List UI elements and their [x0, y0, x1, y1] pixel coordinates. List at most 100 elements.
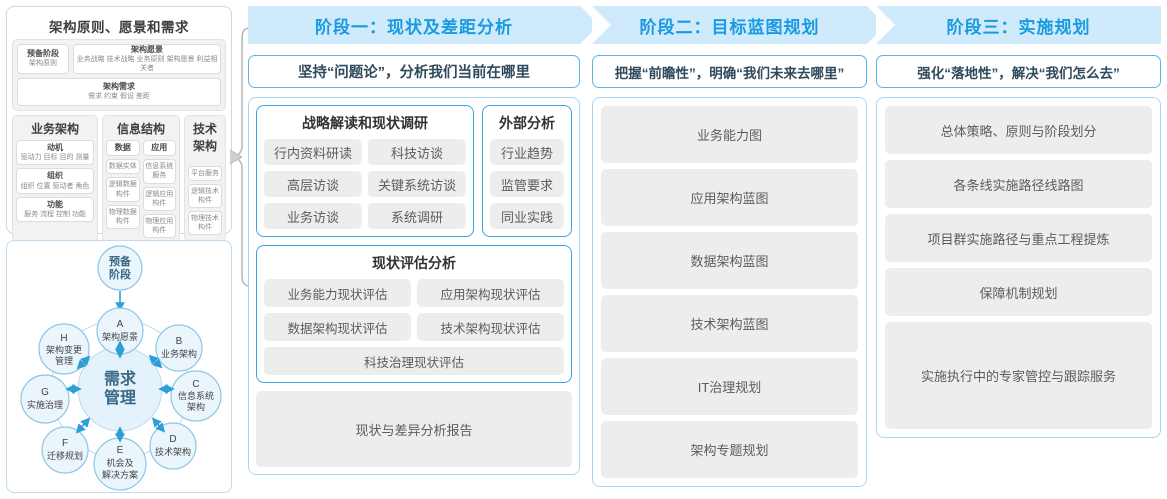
phase-2-banner-label: 阶段二：目标蓝图规划 [639, 17, 820, 37]
chip-function: 功能 服务 流程 控制 功能 [16, 196, 94, 223]
brace-connector [229, 27, 251, 287]
strategy-research-group: 战略解读和现状调研 行内资料研读 科技访谈 高层访谈 关键系统访谈 业务访谈 系… [256, 105, 474, 237]
cell-sub: 业务战略 技术战略 业务原则 架构愿景 利益相关者 [76, 55, 218, 72]
item-internal-doc-review[interactable]: 行内资料研读 [264, 139, 362, 165]
phase-3-subtitle-label: 强化“落地性”，解决“我们怎么去” [917, 65, 1120, 81]
current-state-assessment-title: 现状评估分析 [372, 255, 456, 271]
phase-3-banner-label: 阶段三：实施规划 [946, 17, 1091, 37]
chip-title: 组织 [47, 171, 63, 181]
phase-2-items: 业务能力图 应用架构蓝图 数据架构蓝图 技术架构蓝图 IT治理规划 架构专题规划 [601, 106, 858, 478]
phase-1-subtitle: 坚持“问题论”，分析我们当前在哪里 [248, 55, 580, 88]
phase-3-subtitle: 强化“落地性”，解决“我们怎么去” [876, 55, 1161, 88]
item-regulatory-requirement[interactable]: 监管要求 [490, 171, 564, 197]
external-analysis-items: 行业趋势 监管要求 同业实践 [490, 139, 564, 229]
section-business-architecture: 业务架构 动机 驱动力 目标 目的 测量 组织 组织 位置 驱动者 角色 功能 [12, 115, 98, 242]
item-arch-topic-plan[interactable]: 架构专题规划 [601, 421, 858, 478]
chip-sub: 逻辑应用构件 [145, 190, 174, 207]
strategy-research-title: 战略解读和现状调研 [302, 115, 428, 131]
cell-title: 架构需求 [103, 82, 135, 92]
cycle-center-line1: 需求 [104, 369, 137, 388]
item-application-arch-assessment[interactable]: 应用架构现状评估 [417, 279, 564, 307]
node-b-key: B [176, 336, 183, 347]
togaf-framework-panel: 架构原则、愿景和需求 预备阶段 架构原则 架构愿景 业务战略 技术战略 业务原则… [6, 6, 232, 290]
item-assurance-mechanism[interactable]: 保障机制规划 [885, 268, 1152, 316]
item-business-capability-assessment[interactable]: 业务能力现状评估 [264, 279, 411, 307]
item-data-arch-assessment[interactable]: 数据架构现状评估 [264, 313, 411, 341]
external-analysis-card: 外部分析 行业趋势 监管要求 同业实践 [482, 105, 572, 237]
item-data-arch-blueprint[interactable]: 数据架构蓝图 [601, 232, 858, 289]
chip-sub: 信息系统服务 [145, 163, 174, 180]
item-overall-strategy[interactable]: 总体策略、原则与阶段划分 [885, 106, 1152, 154]
chip-sub: 物理应用构件 [145, 217, 174, 234]
chip-sub: 物理数据构件 [108, 208, 137, 225]
phase-2: 阶段二：目标蓝图规划 把握“前瞻性”，明确“我们未来去哪里” 业务能力图 应用架… [592, 6, 886, 487]
item-business-capability-map[interactable]: 业务能力图 [601, 106, 858, 163]
item-tech-interview[interactable]: 科技访谈 [368, 139, 466, 165]
node-f-label: 迁移规划 [47, 450, 83, 461]
section-technology-architecture: 技术架构 平台服务 逻辑技术构件 物理技术构件 [184, 115, 226, 242]
cell-title: 预备阶段 [27, 49, 59, 59]
adm-cycle-diagram: 需求 管理 预备 阶段 A 架构愿景 B 业务架构 C 信息系统 架构 [20, 245, 222, 491]
phase-1-banner: 阶段一：现状及差距分析 [248, 6, 599, 44]
phase-2-subtitle-label: 把握“前瞻性”，明确“我们未来去哪里” [614, 65, 845, 81]
item-program-path[interactable]: 项目群实施路径与重点工程提炼 [885, 214, 1152, 262]
strategy-research-card: 战略解读和现状调研 行内资料研读 科技访谈 高层访谈 关键系统访谈 业务访谈 系… [256, 105, 474, 237]
chip-logical-tech-component: 逻辑技术构件 [188, 184, 222, 209]
chip-sub: 逻辑数据构件 [108, 181, 137, 198]
item-industry-trend[interactable]: 行业趋势 [490, 139, 564, 165]
node-g-label: 实施治理 [27, 399, 63, 410]
column-application: 应用 信息系统服务 逻辑应用构件 物理应用构件 [142, 140, 176, 238]
node-c-key: C [192, 379, 199, 390]
node-e-key: E [117, 445, 124, 456]
chip-sub: 驱动力 目标 目的 测量 [20, 154, 90, 162]
node-f-key: F [62, 438, 68, 449]
item-executive-interview[interactable]: 高层访谈 [264, 171, 362, 197]
chip-physical-app-component: 物理应用构件 [142, 213, 176, 238]
chip-logical-data-component: 逻辑数据构件 [106, 177, 140, 202]
phase-1-report[interactable]: 现状与差异分析报告 [256, 391, 572, 467]
left-column: 架构原则、愿景和需求 预备阶段 架构原则 架构愿景 业务战略 技术战略 业务原则… [6, 6, 232, 493]
cell-sub: 需求 约束 假设 差距 [88, 93, 150, 101]
chip-physical-tech-component: 物理技术构件 [188, 211, 222, 236]
togaf-domain-sections: 业务架构 动机 驱动力 目标 目的 测量 组织 组织 位置 驱动者 角色 功能 [12, 115, 226, 242]
strategy-research-items: 行内资料研读 科技访谈 高层访谈 关键系统访谈 业务访谈 系统调研 [264, 139, 466, 229]
togaf-cell-requirements: 架构需求 需求 约束 假设 差距 [17, 78, 221, 106]
node-e-label-1: 机会及 [106, 457, 133, 468]
section-heading: 技术架构 [192, 122, 217, 153]
phase-1-body: 战略解读和现状调研 行内资料研读 科技访谈 高层访谈 关键系统访谈 业务访谈 系… [248, 97, 580, 475]
chip-logical-app-component: 逻辑应用构件 [142, 186, 176, 211]
item-tech-arch-blueprint[interactable]: 技术架构蓝图 [601, 295, 858, 352]
chip-sub: 组织 位置 驱动者 角色 [20, 182, 90, 190]
item-tech-arch-assessment[interactable]: 技术架构现状评估 [417, 313, 564, 341]
chip-sub: 物理技术构件 [191, 215, 219, 232]
item-peer-practice[interactable]: 同业实践 [490, 203, 564, 229]
node-h-label-1: 架构变更 [46, 344, 82, 355]
node-a-label: 架构愿景 [102, 331, 138, 342]
phase-2-banner: 阶段二：目标蓝图规划 [592, 6, 886, 44]
item-business-interview[interactable]: 业务访谈 [264, 203, 362, 229]
current-state-assessment-group: 现状评估分析 业务能力现状评估 应用架构现状评估 数据架构现状评估 技术架构现状… [256, 245, 572, 383]
phase-2-subtitle: 把握“前瞻性”，明确“我们未来去哪里” [592, 55, 867, 88]
section-information-structure: 信息结构 数据 数据实体 逻辑数据构件 [102, 115, 180, 242]
node-preliminary-line2: 阶段 [109, 267, 131, 281]
item-system-research[interactable]: 系统调研 [368, 203, 466, 229]
item-application-arch-blueprint[interactable]: 应用架构蓝图 [601, 169, 858, 226]
current-state-assessment-items: 业务能力现状评估 应用架构现状评估 数据架构现状评估 技术架构现状评估 [264, 279, 564, 341]
item-it-governance-plan[interactable]: IT治理规划 [601, 358, 858, 415]
item-expert-control-tracking[interactable]: 实施执行中的专家管控与跟踪服务 [885, 322, 1152, 429]
phase-3: 阶段三：实施规划 强化“落地性”，解决“我们怎么去” 总体策略、原则与阶段划分 … [876, 6, 1161, 438]
cell-title: 架构愿景 [131, 44, 163, 54]
chip-application: 应用 [142, 140, 176, 157]
item-key-system-interview[interactable]: 关键系统访谈 [368, 171, 466, 197]
node-preliminary-line1: 预备 [109, 254, 132, 268]
chip-sub: 数据实体 [108, 163, 137, 171]
chip-sub: 平台服务 [191, 170, 219, 177]
chip-title: 数据 [114, 143, 131, 152]
chip-motivation: 动机 驱动力 目标 目的 测量 [16, 140, 94, 166]
node-b-label: 业务架构 [161, 348, 197, 359]
current-state-assessment-card: 现状评估分析 业务能力现状评估 应用架构现状评估 数据架构现状评估 技术架构现状… [256, 245, 572, 383]
node-h-key: H [60, 333, 67, 344]
item-tech-governance-assessment[interactable]: 科技治理现状评估 [264, 347, 564, 375]
item-line-roadmap[interactable]: 各条线实施路径线路图 [885, 160, 1152, 208]
